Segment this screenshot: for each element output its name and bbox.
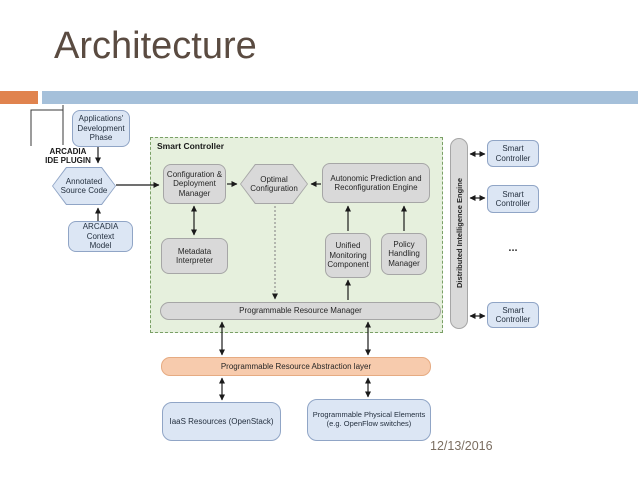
smart-controller-title: Smart Controller [157, 141, 225, 151]
configuration-deployment-manager-box: Configuration & Deployment Manager [163, 164, 226, 204]
distributed-intelligence-engine-label: Distributed Intelligence Engine [454, 178, 464, 289]
annotated-source-code-hexagon: Annotated Source Code [52, 167, 116, 205]
policy-handling-manager-box: Policy Handling Manager [381, 233, 427, 275]
divider-blue-bar [42, 91, 638, 104]
programmable-physical-elements-box: Programmable Physical Elements (e.g. Ope… [307, 399, 431, 441]
programmable-resource-manager-bar: Programmable Resource Manager [160, 302, 441, 320]
arcadia-context-model-box: ARCADIA Context Model [68, 221, 133, 252]
slide-date: 12/13/2016 [430, 439, 493, 453]
plugin-bracket-line [30, 105, 64, 146]
distributed-intelligence-engine-bar: Distributed Intelligence Engine [450, 138, 468, 329]
more-controllers-ellipsis: ... [508, 242, 518, 254]
autonomic-prediction-engine-box: Autonomic Prediction and Reconfiguration… [322, 163, 430, 203]
smart-controller-box-2: Smart Controller [487, 185, 539, 213]
page-title: Architecture [54, 25, 257, 67]
iaas-resources-box: IaaS Resources (OpenStack) [162, 402, 281, 441]
optimal-configuration-hexagon: Optimal Configuration [240, 164, 308, 204]
metadata-interpreter-box: Metadata Interpreter [161, 238, 228, 274]
arcadia-ide-plugin-label: ARCADIA IDE PLUGIN [45, 147, 91, 166]
unified-monitoring-component-box: Unified Monitoring Component [325, 233, 371, 278]
smart-controller-box-3: Smart Controller [487, 302, 539, 328]
applications-development-phase-box: Applications' Development Phase [72, 110, 130, 147]
divider-orange-block [0, 91, 38, 104]
smart-controller-box-1: Smart Controller [487, 140, 539, 167]
programmable-resource-abstraction-layer-bar: Programmable Resource Abstraction layer [161, 357, 431, 376]
